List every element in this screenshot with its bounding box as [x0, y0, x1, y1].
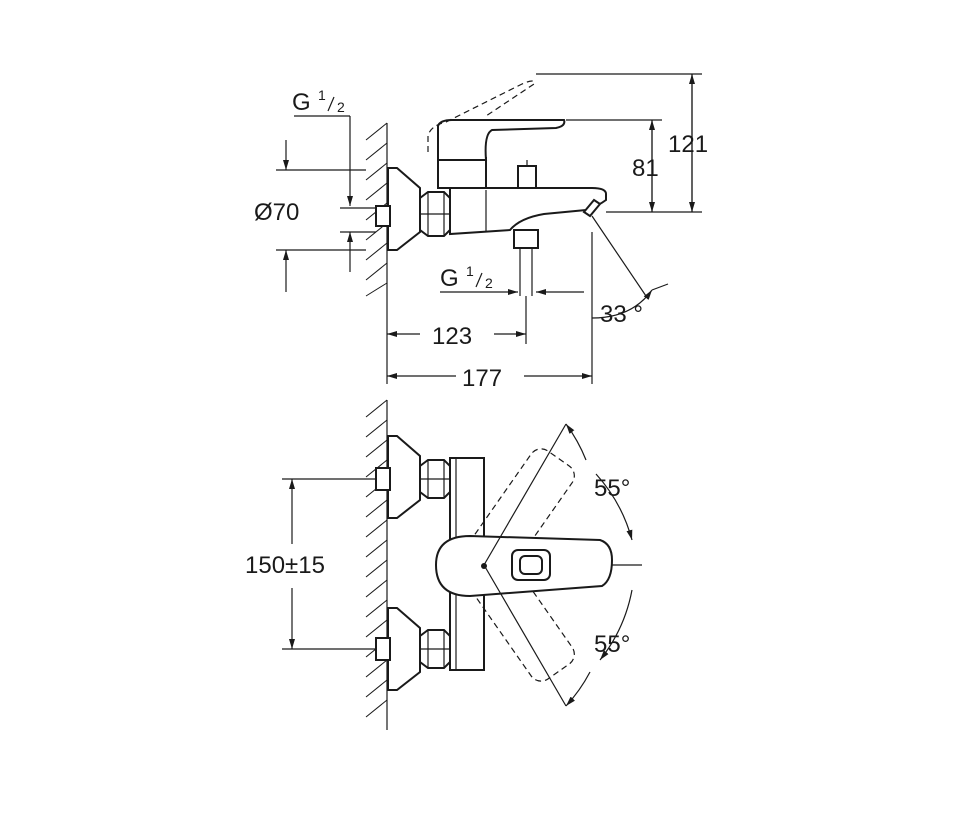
depth-total-label: 177 — [462, 365, 502, 392]
diverter-knob — [517, 165, 537, 189]
cartridge-housing — [437, 157, 487, 189]
lever-angle-dimensions: 55° 55° — [483, 423, 642, 707]
thread-top-main: G — [292, 89, 311, 116]
lever-dashed-position — [427, 80, 535, 152]
depth-outlet-label: 123 — [432, 323, 472, 350]
lever-angle-upper-label: 55° — [594, 475, 630, 502]
depth-dimensions: 123 177 — [386, 232, 593, 392]
escutcheon-upper — [387, 435, 421, 519]
thread-label-bottom: G 1 2 — [440, 263, 584, 295]
pipe-stub-lower — [375, 637, 391, 661]
mixer-body — [449, 187, 607, 236]
thread-top-sub: 2 — [337, 99, 345, 115]
pipe-stub — [375, 205, 391, 227]
height-dimensions: 121 81 — [536, 73, 708, 213]
center-distance-label: 150±15 — [245, 552, 325, 579]
thread-top-sup: 1 — [318, 87, 326, 103]
top-view: 150±15 55° 55° — [245, 399, 642, 730]
spout-nozzle — [582, 198, 602, 218]
height-total-label: 121 — [668, 131, 708, 158]
diameter-label: Ø70 — [254, 199, 299, 226]
thread-label-top: G 1 2 — [292, 87, 353, 206]
side-view: G 1 2 Ø70 121 81 — [254, 73, 708, 392]
escutcheon-lower — [387, 607, 421, 691]
thread-bottom-main: G — [440, 265, 459, 292]
escutcheon — [387, 167, 421, 251]
pipe-stub-upper — [375, 467, 391, 491]
thread-bottom-sup: 1 — [466, 263, 474, 279]
mixer-lever — [437, 119, 566, 161]
shower-outlet — [513, 229, 539, 249]
spout-angle-dimension: 33 ° — [591, 215, 669, 328]
lever-angle-lower-label: 55° — [594, 631, 630, 658]
wall-hatch-bottom — [365, 399, 388, 730]
spout-angle-label: 33 ° — [600, 301, 643, 328]
diameter-dimension: Ø70 — [254, 140, 376, 292]
height-spout-label: 81 — [632, 155, 659, 182]
center-distance-dimension: 150±15 — [245, 478, 376, 650]
thread-bottom-sub: 2 — [485, 275, 493, 291]
lever-window-inner — [519, 555, 543, 575]
